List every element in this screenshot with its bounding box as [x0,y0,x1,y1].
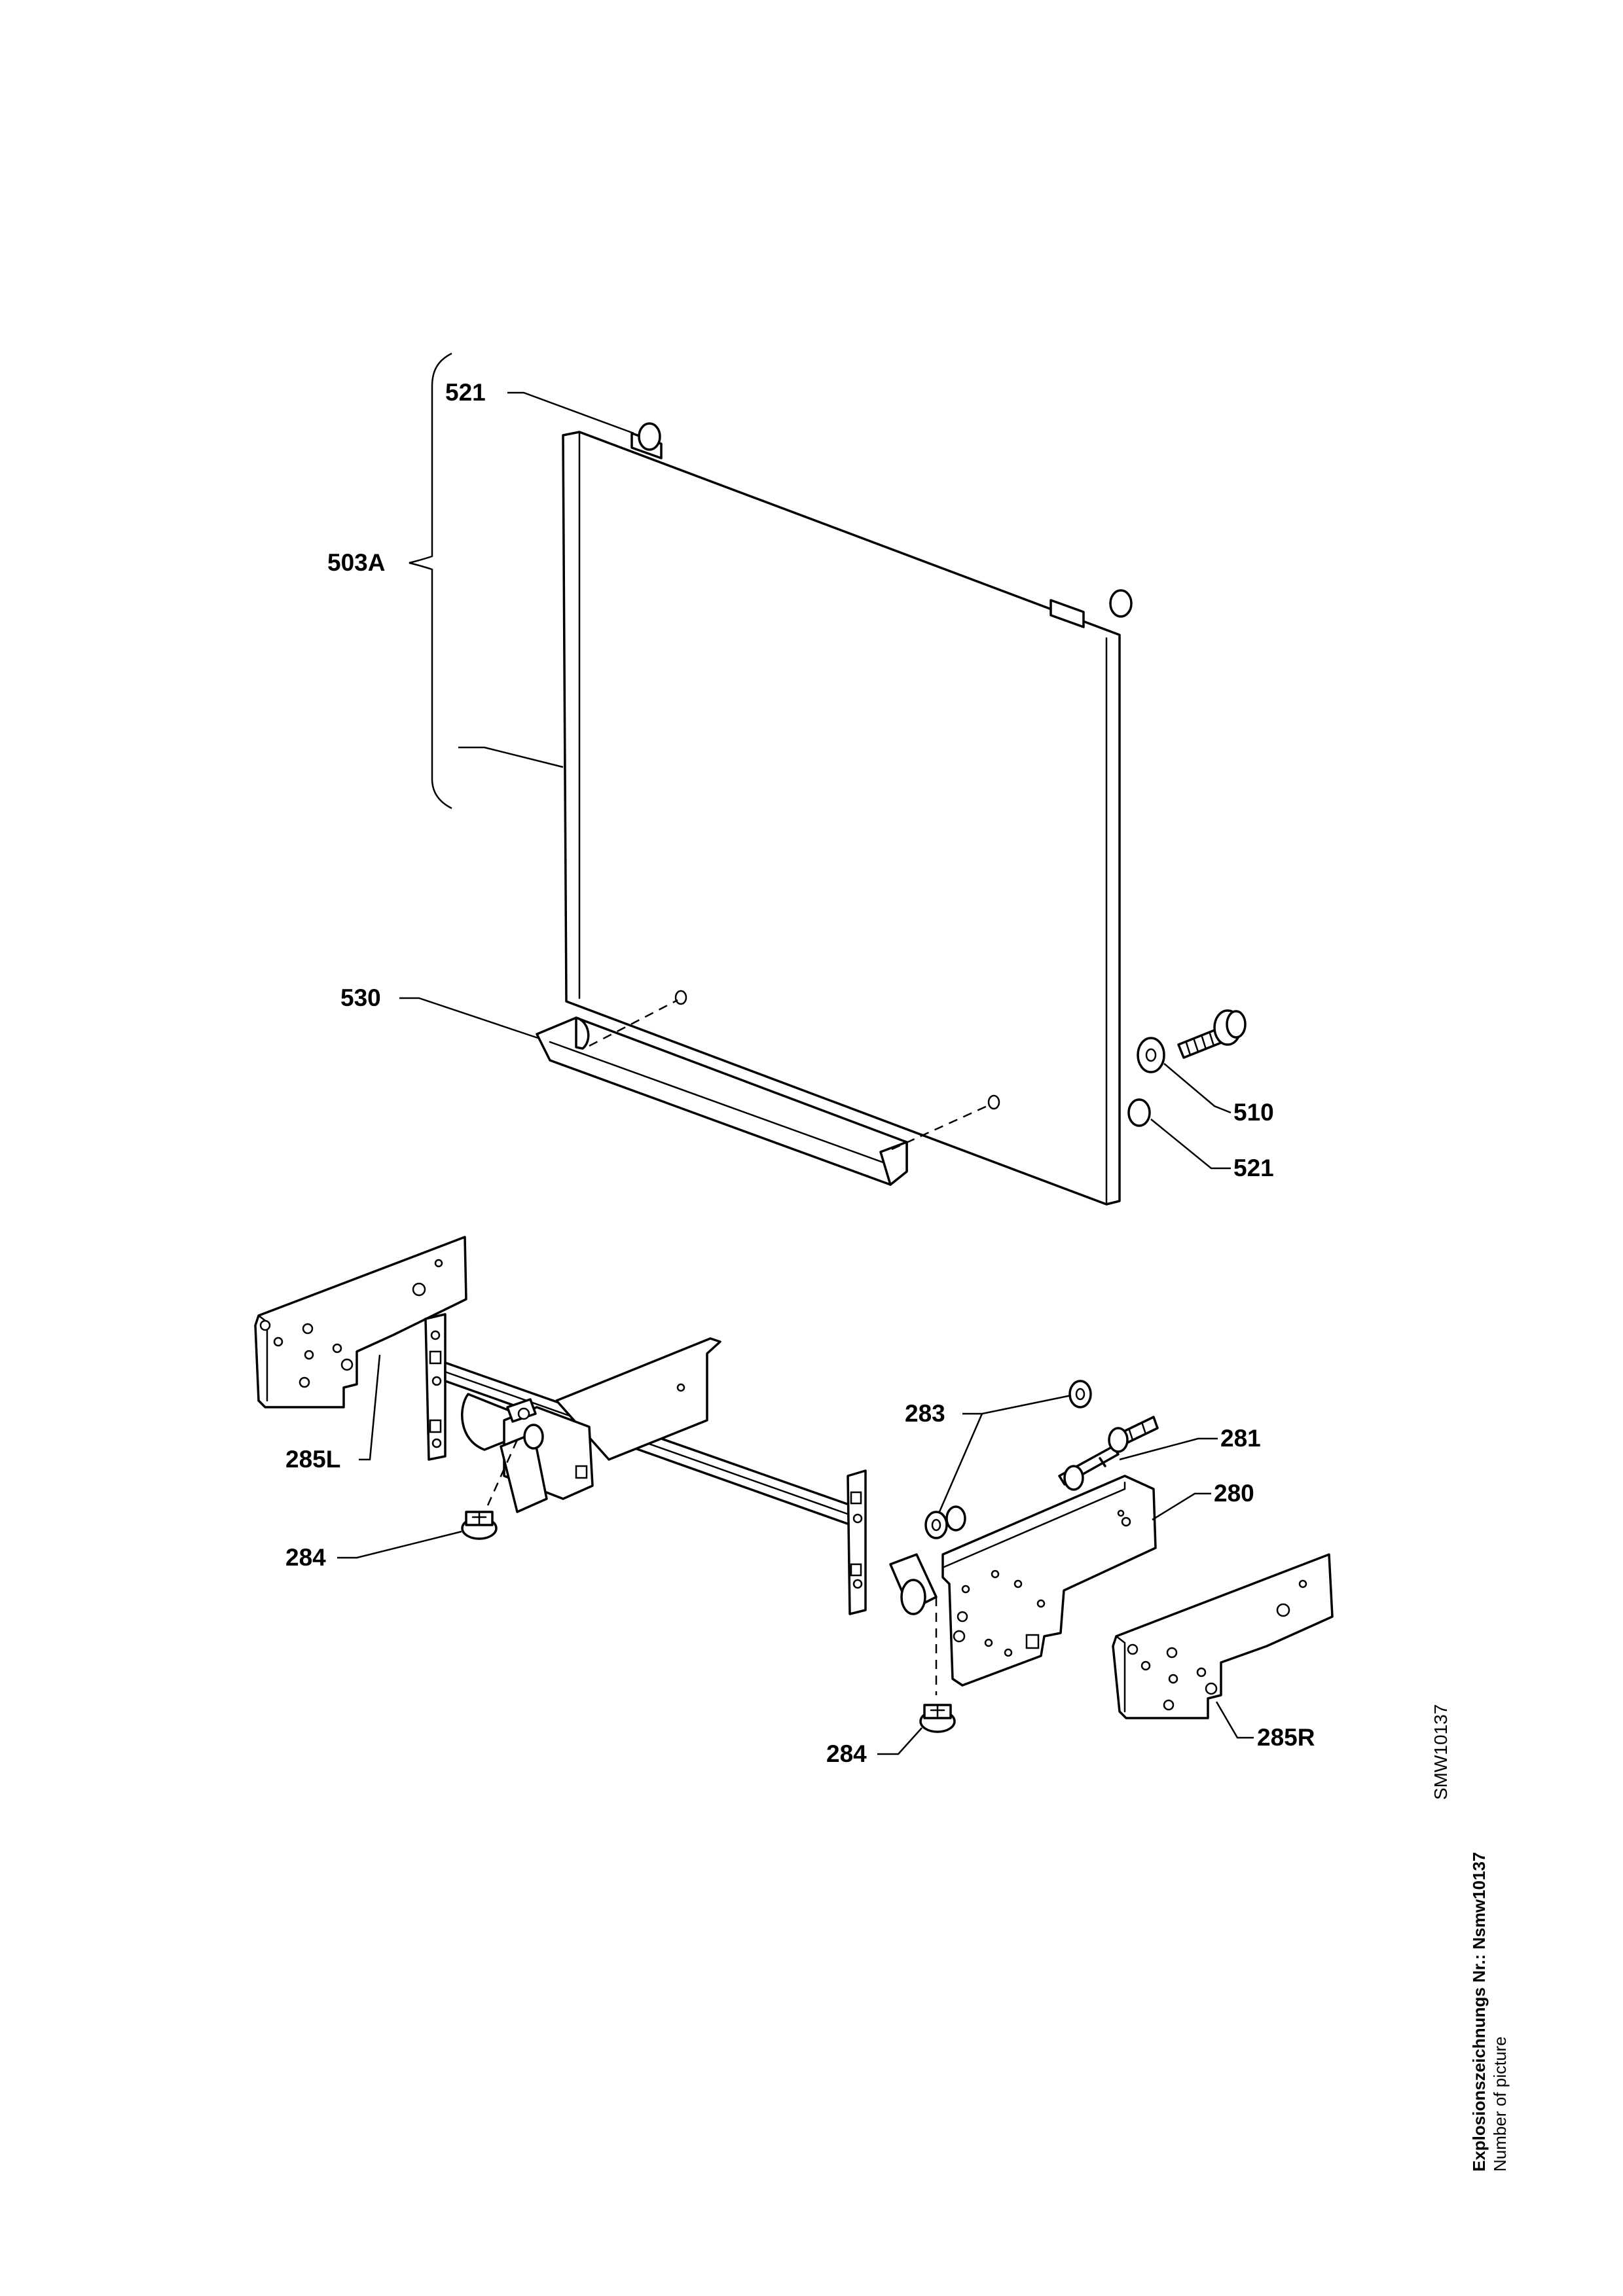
callout-283: 283 [905,1400,945,1427]
leader-280 [1152,1492,1211,1521]
hinge-bracket-280 [941,1475,1157,1687]
callout-510: 510 [1233,1099,1274,1126]
drawing-title: Explosionszeichnungs Nr.: Nsmw10137 [1469,1852,1489,2172]
foot-nut-right [919,1597,956,1733]
callout-521-top: 521 [445,379,486,406]
nut-283-lower [924,1505,966,1539]
handle-trough [536,1016,908,1186]
cap-top-right [1109,589,1133,618]
leader-521-top [507,391,634,435]
callout-521-bottom: 521 [1233,1155,1274,1181]
nut-283-top [1068,1380,1092,1408]
leader-283 [938,1394,1072,1514]
leader-284-right [877,1727,922,1755]
callout-284-right: 284 [826,1740,867,1767]
gas-strut [1058,1416,1159,1491]
leader-285R [1215,1701,1254,1739]
cap-bottom [1127,1098,1151,1127]
leader-530 [399,997,539,1039]
callout-280: 280 [1214,1480,1254,1507]
leader-510 [1163,1063,1231,1114]
bracket-285R [1112,1553,1334,1719]
screw-and-washer [1137,1009,1247,1073]
cap-top-left [638,422,661,451]
leader-284-left [337,1530,462,1559]
callout-285R: 285R [1257,1724,1315,1751]
callout-281: 281 [1220,1425,1261,1452]
foot-nut-left [461,1439,519,1540]
hinge-assembly [424,1313,938,1615]
drawing-code: SMW10137 [1431,1704,1451,1800]
callout-503A: 503A [327,549,385,576]
drawing-subtitle: Number of picture [1490,2036,1510,2172]
leader-521-bottom [1150,1119,1231,1170]
leader-285L [359,1354,381,1461]
callout-284-left: 284 [285,1544,326,1571]
leader-503A-panel [458,746,564,768]
bracket-285L [254,1236,467,1408]
callout-530: 530 [340,984,381,1011]
callout-285L: 285L [285,1446,340,1473]
brace-503A [409,352,452,810]
leader-281 [1119,1437,1218,1461]
